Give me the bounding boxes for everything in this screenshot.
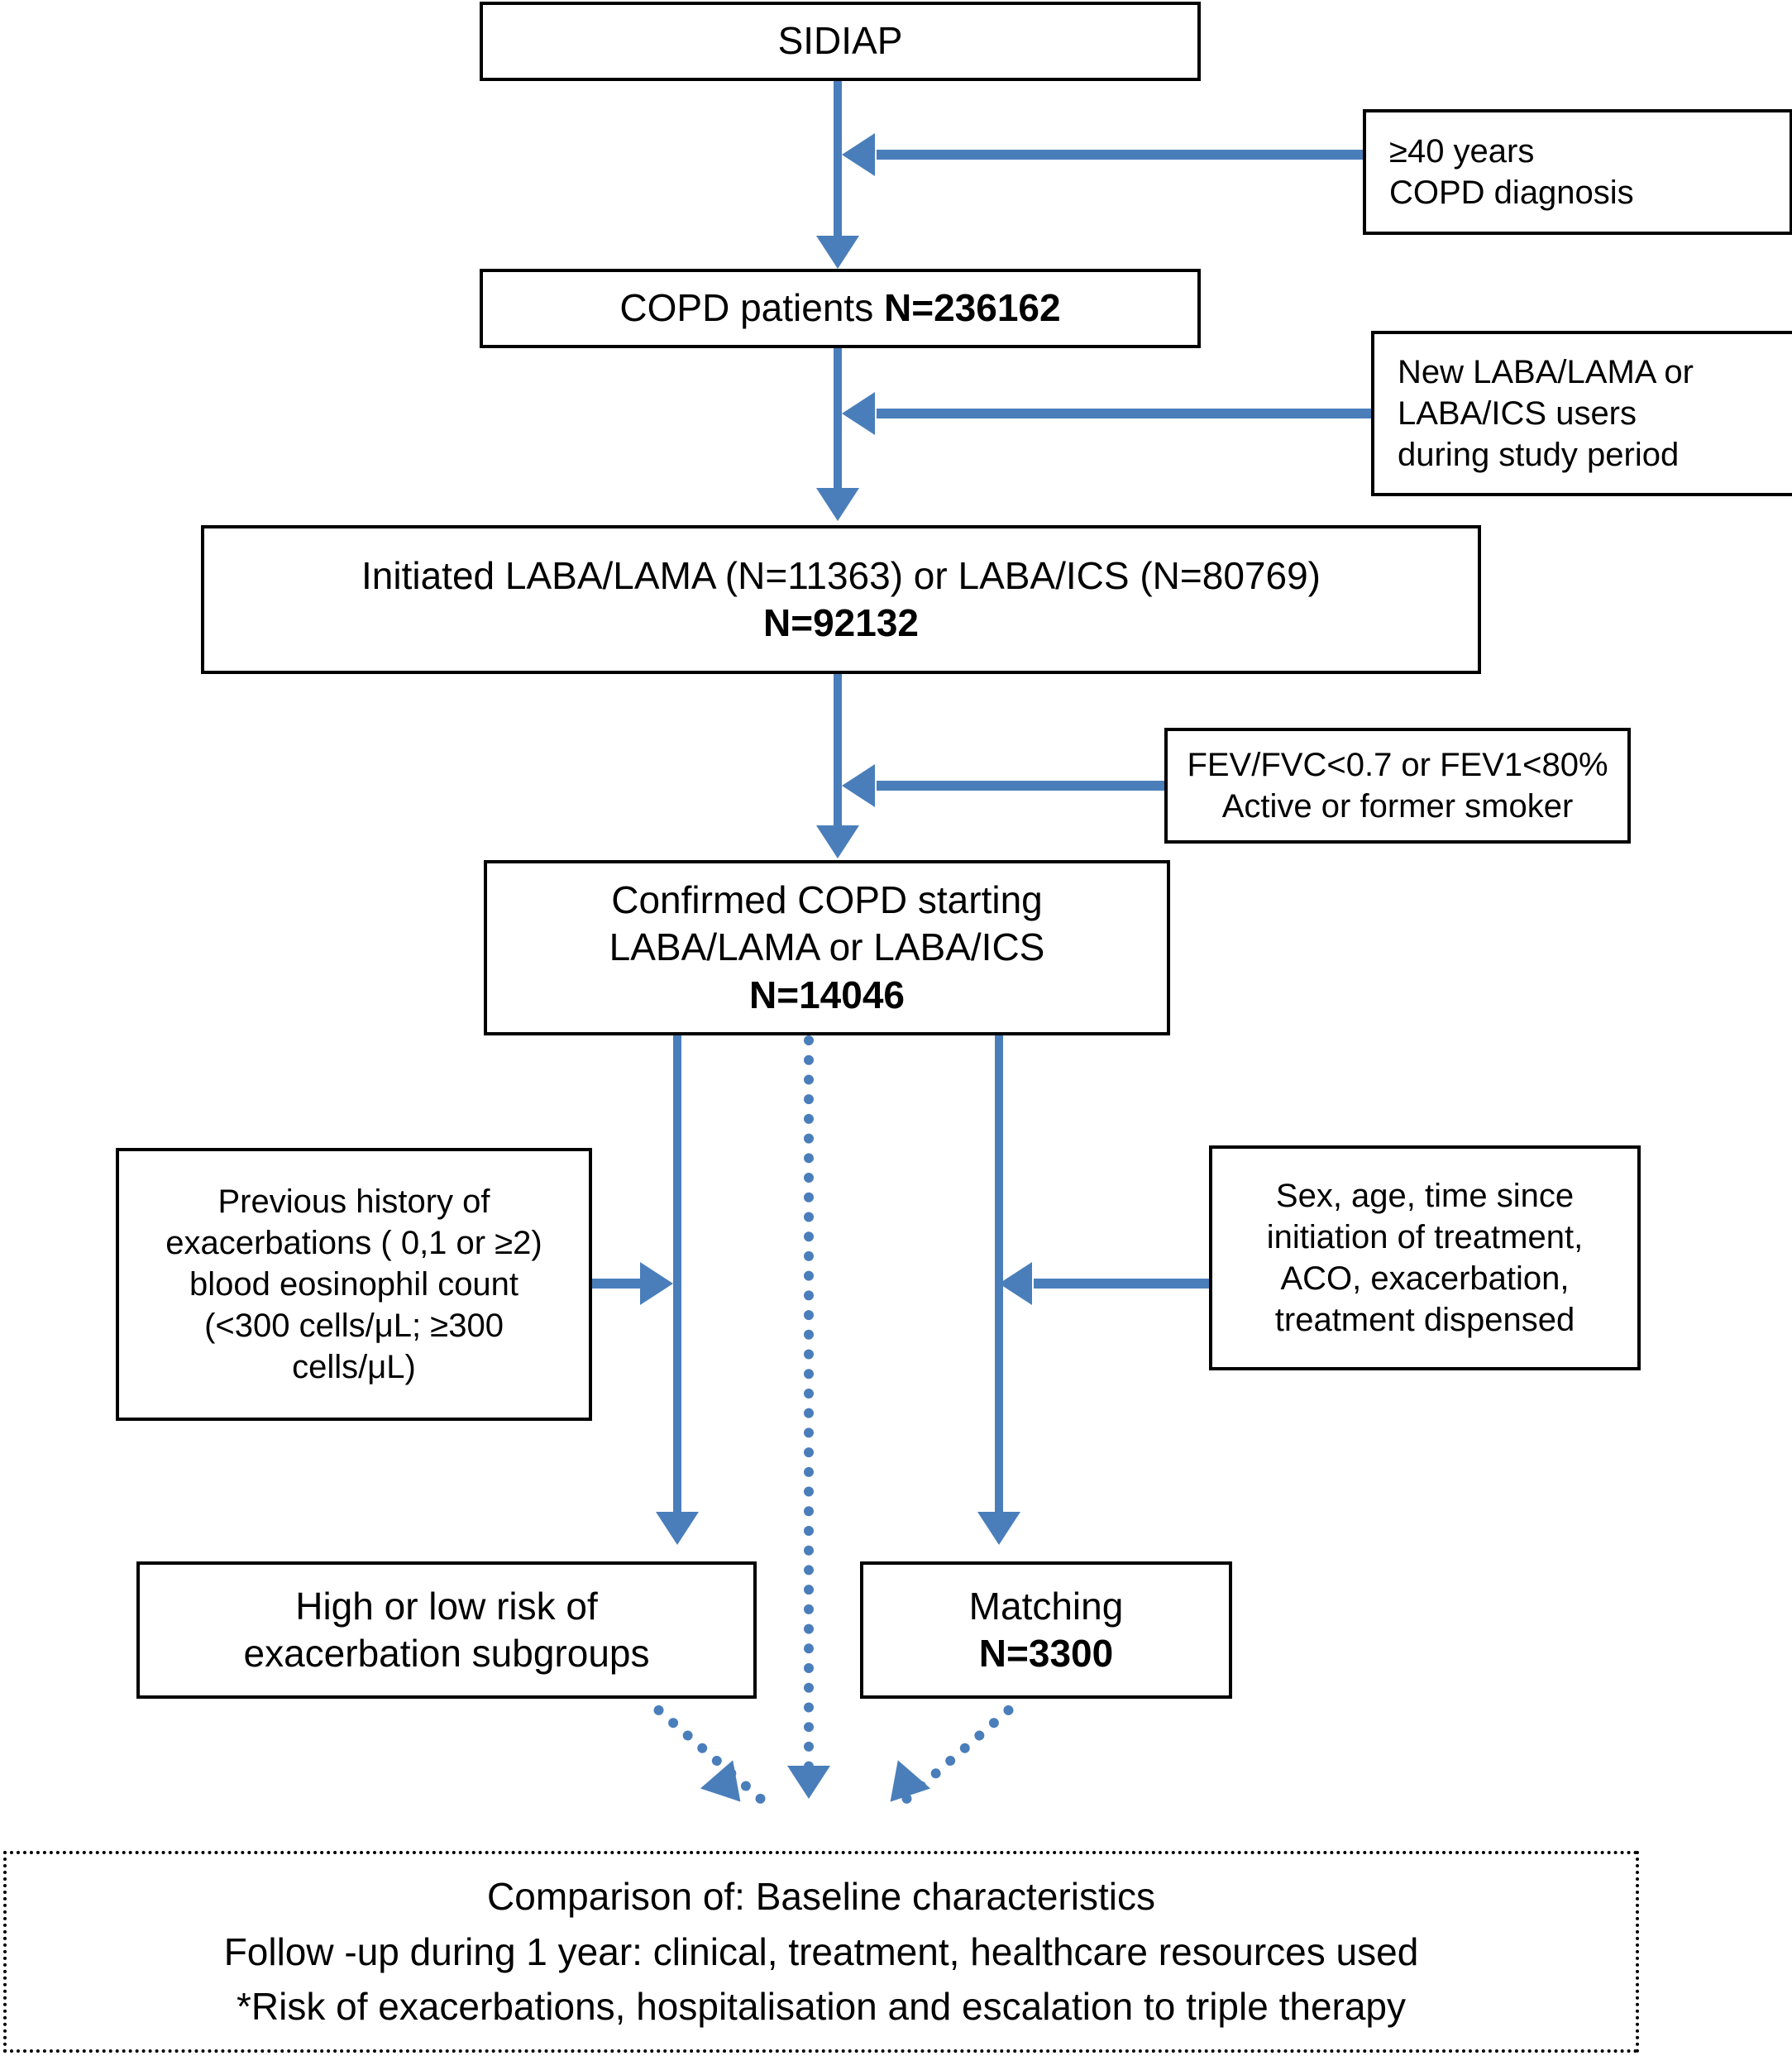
connector-sidiap-to-copd <box>834 81 842 240</box>
criteria-matching-variables[interactable]: Sex, age, time since initiation of treat… <box>1209 1145 1641 1370</box>
connector-confirmed-to-highrisk <box>673 1035 681 1515</box>
connector-newusers-criteria <box>877 409 1373 418</box>
node-initiated-line1: Initiated LABA/LAMA (N=11363) or LABA/IC… <box>361 553 1321 597</box>
node-confirmed-line2: LABA/LAMA or LABA/ICS <box>609 925 1045 969</box>
criteria-newusers-line3: during study period <box>1398 437 1680 473</box>
arrowhead-confirmed-to-matching <box>977 1512 1020 1545</box>
connector-matchingvars-branch <box>1034 1279 1211 1289</box>
arrowhead-matchingvars-branch <box>999 1262 1032 1305</box>
criteria-prevhist-line3: blood eosinophil count <box>189 1266 519 1303</box>
arrowhead-spirometry-criteria <box>842 764 875 807</box>
criteria-prevhist-line4: (<300 cells/μL; ≥300 <box>204 1308 504 1344</box>
arrowhead-highrisk-to-comparison <box>700 1760 757 1816</box>
criteria-age-line2: COPD diagnosis <box>1389 175 1634 211</box>
node-highrisk-line2: exacerbation subgroups <box>243 1632 650 1675</box>
criteria-matchvars-line3: ACO, exacerbation, <box>1280 1260 1570 1297</box>
arrowhead-copd-to-initiated <box>816 488 859 521</box>
connector-prevhistory-branch <box>592 1279 642 1289</box>
node-sidiap[interactable]: SIDIAP <box>480 2 1201 81</box>
arrowhead-age-criteria <box>842 133 875 176</box>
criteria-spirometry[interactable]: FEV/FVC<0.7 or FEV1<80% Active or former… <box>1164 728 1631 844</box>
criteria-prevhist-line2: exacerbations ( 0,1 or ≥2) <box>165 1225 542 1261</box>
connector-initiated-to-confirmed <box>834 674 842 827</box>
node-matching-line1: Matching <box>968 1584 1124 1628</box>
connector-confirmed-to-comparison <box>804 1035 814 1772</box>
node-initiated-treatment[interactable]: Initiated LABA/LAMA (N=11363) or LABA/IC… <box>201 525 1481 674</box>
node-copd-patients[interactable]: COPD patients N=236162 <box>480 269 1201 348</box>
arrowhead-prevhistory-branch <box>640 1262 673 1305</box>
criteria-age-copd[interactable]: ≥40 years COPD diagnosis <box>1363 109 1792 235</box>
criteria-matchvars-line1: Sex, age, time since <box>1275 1178 1575 1214</box>
criteria-newusers-line2: LABA/ICS users <box>1398 395 1637 432</box>
arrowhead-matching-to-comparison <box>873 1760 931 1816</box>
connector-age-criteria <box>877 150 1364 160</box>
criteria-previous-history[interactable]: Previous history of exacerbations ( 0,1 … <box>116 1148 592 1421</box>
node-comparison-outcomes[interactable]: Comparison of: Baseline characteristics … <box>3 1851 1639 2053</box>
criteria-age-line1: ≥40 years <box>1389 133 1535 170</box>
node-highrisk-line1: High or low risk of <box>295 1584 598 1628</box>
criteria-newusers-line1: New LABA/LAMA or <box>1398 354 1694 390</box>
node-high-low-risk[interactable]: High or low risk of exacerbation subgrou… <box>136 1561 757 1699</box>
node-initiated-count: N=92132 <box>763 601 919 644</box>
node-comparison-line3: *Risk of exacerbations, hospitalisation … <box>236 1985 1407 2029</box>
arrowhead-initiated-to-confirmed <box>816 825 859 858</box>
criteria-spirometry-line1: FEV/FVC<0.7 or FEV1<80% <box>1187 747 1608 783</box>
criteria-spirometry-line2: Active or former smoker <box>1221 788 1574 825</box>
node-matching[interactable]: Matching N=3300 <box>860 1561 1232 1699</box>
arrowhead-newusers-criteria <box>842 392 875 435</box>
node-matching-count: N=3300 <box>978 1632 1114 1675</box>
criteria-matchvars-line2: initiation of treatment, <box>1266 1219 1584 1255</box>
connector-copd-to-initiated <box>834 348 842 490</box>
node-copd-count: N=236162 <box>883 286 1061 330</box>
node-confirmed-line1: Confirmed COPD starting <box>611 877 1043 921</box>
node-confirmed-copd[interactable]: Confirmed COPD starting LABA/LAMA or LAB… <box>484 860 1170 1035</box>
node-copd-label: COPD patients <box>619 286 884 330</box>
node-comparison-line2: Follow -up during 1 year: clinical, trea… <box>223 1929 1419 1973</box>
criteria-prevhist-line5: cells/μL) <box>292 1349 416 1385</box>
node-comparison-line1: Comparison of: Baseline characteristics <box>487 1874 1155 1918</box>
criteria-prevhist-line1: Previous history of <box>217 1183 490 1220</box>
arrowhead-confirmed-to-comparison <box>787 1766 830 1799</box>
node-confirmed-count: N=14046 <box>749 973 905 1016</box>
node-sidiap-label: SIDIAP <box>777 19 903 63</box>
arrowhead-confirmed-to-highrisk <box>656 1512 699 1545</box>
connector-spirometry-criteria <box>877 781 1168 791</box>
criteria-new-users[interactable]: New LABA/LAMA or LABA/ICS users during s… <box>1371 331 1792 496</box>
criteria-matchvars-line4: treatment dispensed <box>1274 1302 1575 1338</box>
arrowhead-sidiap-to-copd <box>816 236 859 269</box>
